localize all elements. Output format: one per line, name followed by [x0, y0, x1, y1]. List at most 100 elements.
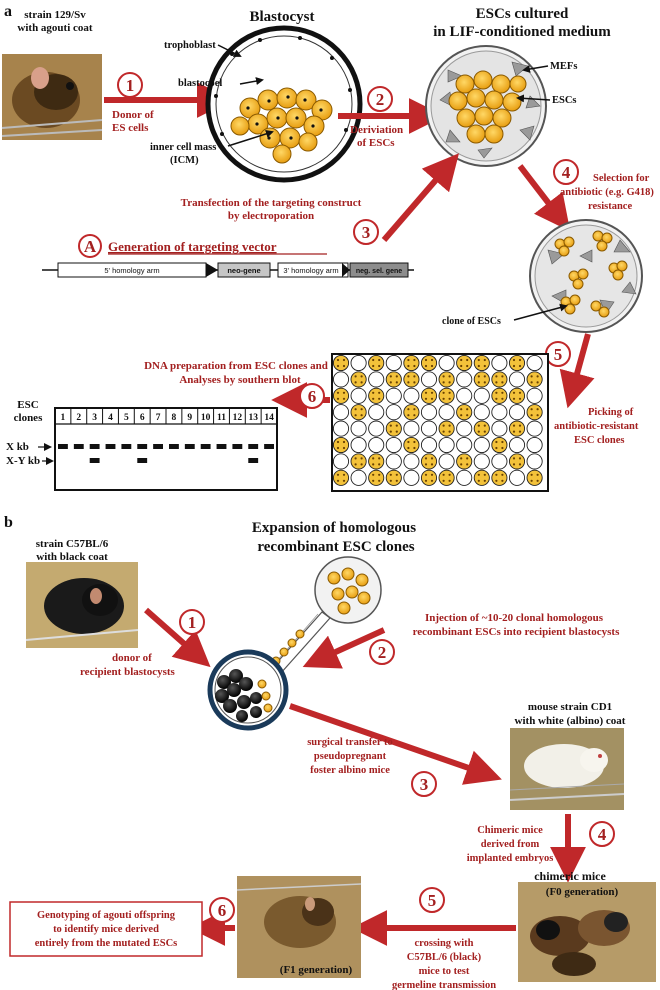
colony-dot: [354, 463, 357, 466]
band-x: [105, 444, 116, 449]
colony-dot: [407, 446, 410, 450]
plate-well: [420, 387, 438, 404]
f1-label: (F1 generation): [280, 964, 353, 976]
colony-dot: [518, 391, 522, 394]
colony-dot: [378, 463, 381, 466]
plate-well: [491, 453, 508, 470]
colony-dot: [501, 479, 504, 482]
plate-well: [473, 469, 490, 486]
plate-well: [420, 453, 438, 470]
colony-dot: [413, 414, 416, 417]
band-x: [169, 444, 179, 449]
b-step4-label-3: implanted embryos: [467, 853, 554, 864]
colony-dot: [354, 414, 357, 417]
colony-dot: [448, 424, 451, 427]
esc-culture-dish: [425, 45, 547, 167]
colony-dot: [342, 397, 346, 400]
b-step4-label-1: Chimeric mice: [477, 825, 543, 836]
plate-well: [473, 453, 490, 470]
step5-label-1: Picking of: [588, 407, 634, 418]
plate-well: [332, 354, 350, 372]
plate-well: [456, 371, 473, 388]
colony-dot: [495, 397, 498, 400]
step4-label-3: resistance: [588, 201, 632, 212]
colony-dot: [477, 381, 480, 384]
colony-dot: [448, 430, 451, 433]
colony-dot: [430, 391, 434, 394]
plate-well: [385, 371, 402, 388]
c57-label-1: strain C57BL/6: [36, 538, 109, 550]
colony-dot: [442, 424, 445, 427]
step4-number: 4: [562, 163, 571, 182]
plate-well: [473, 371, 490, 388]
colony-dot: [424, 479, 428, 482]
colony-dot: [448, 375, 451, 378]
colony-dot: [518, 397, 522, 400]
colony-dot: [536, 479, 539, 482]
colony-dot: [354, 457, 357, 460]
step3-label-2: by electroporation: [228, 210, 314, 222]
colony-dot: [501, 446, 504, 450]
plate-well: [526, 354, 543, 372]
colony-dot: [395, 479, 398, 482]
plate-well: [350, 436, 367, 454]
colony-dot: [389, 424, 392, 427]
colony-dot: [442, 397, 445, 400]
plate-well: [420, 354, 438, 372]
colony-dot: [530, 408, 533, 411]
colony-dot: [536, 414, 539, 417]
colony-dot: [483, 473, 486, 476]
b-step5-label-1: crossing with: [414, 938, 473, 949]
lane-number: 4: [108, 413, 113, 423]
colony-dot: [372, 457, 375, 460]
plate-well: [368, 469, 385, 486]
band-xy: [137, 458, 148, 463]
b-step1-arrow: [144, 607, 211, 668]
colony-dot: [395, 424, 398, 427]
icm-label-1: inner cell mass: [150, 142, 216, 153]
colony-dot: [483, 430, 486, 433]
colony-dot: [466, 358, 469, 362]
colony-dot: [512, 457, 516, 460]
plate-well: [332, 371, 350, 388]
colony-dot: [413, 358, 416, 362]
colony-dot: [430, 463, 434, 466]
genotyping-line-1: Genotyping of agouti offspring: [37, 910, 176, 921]
colony-dot: [354, 408, 357, 411]
colony-dot: [501, 391, 504, 394]
lane-number: 9: [187, 413, 192, 423]
colony-dot: [424, 391, 428, 394]
cd1-label-1: mouse strain CD1: [528, 701, 612, 713]
colony-dot: [360, 375, 363, 378]
plate-well: [420, 371, 438, 388]
targeting-vector: [42, 262, 414, 278]
colony-dot: [501, 375, 504, 378]
colony-dot: [372, 391, 375, 394]
colony-dot: [518, 430, 522, 433]
colony-dot: [372, 463, 375, 466]
b-step2-number: 2: [378, 643, 387, 662]
plate-well: [526, 387, 543, 404]
plate-well: [403, 469, 420, 486]
colony-dot: [448, 397, 451, 400]
colony-dot: [442, 473, 445, 476]
step2-label-1: Deriviation: [350, 124, 403, 136]
colony-dot: [466, 457, 469, 460]
plate-well: [508, 469, 526, 486]
colony-dot: [512, 397, 516, 400]
colony-dot: [378, 364, 381, 368]
lane-number: 7: [156, 413, 161, 423]
band-x: [89, 444, 100, 449]
b-step1-number: 1: [188, 613, 197, 632]
c57-label-2: with black coat: [36, 551, 108, 563]
step5-label-3: ESC clones: [574, 435, 624, 446]
lane-number: 10: [201, 413, 211, 423]
icm-label-2: (ICM): [170, 155, 199, 166]
b-step2-label-1: Injection of ~10-20 clonal homologous: [425, 612, 604, 624]
plate-well: [473, 404, 490, 421]
colony-dot: [536, 375, 539, 378]
colony-dot: [378, 358, 381, 362]
colony-dot: [413, 381, 416, 384]
colony-dot: [342, 440, 346, 444]
step4-label-1: Selection for: [593, 173, 650, 184]
